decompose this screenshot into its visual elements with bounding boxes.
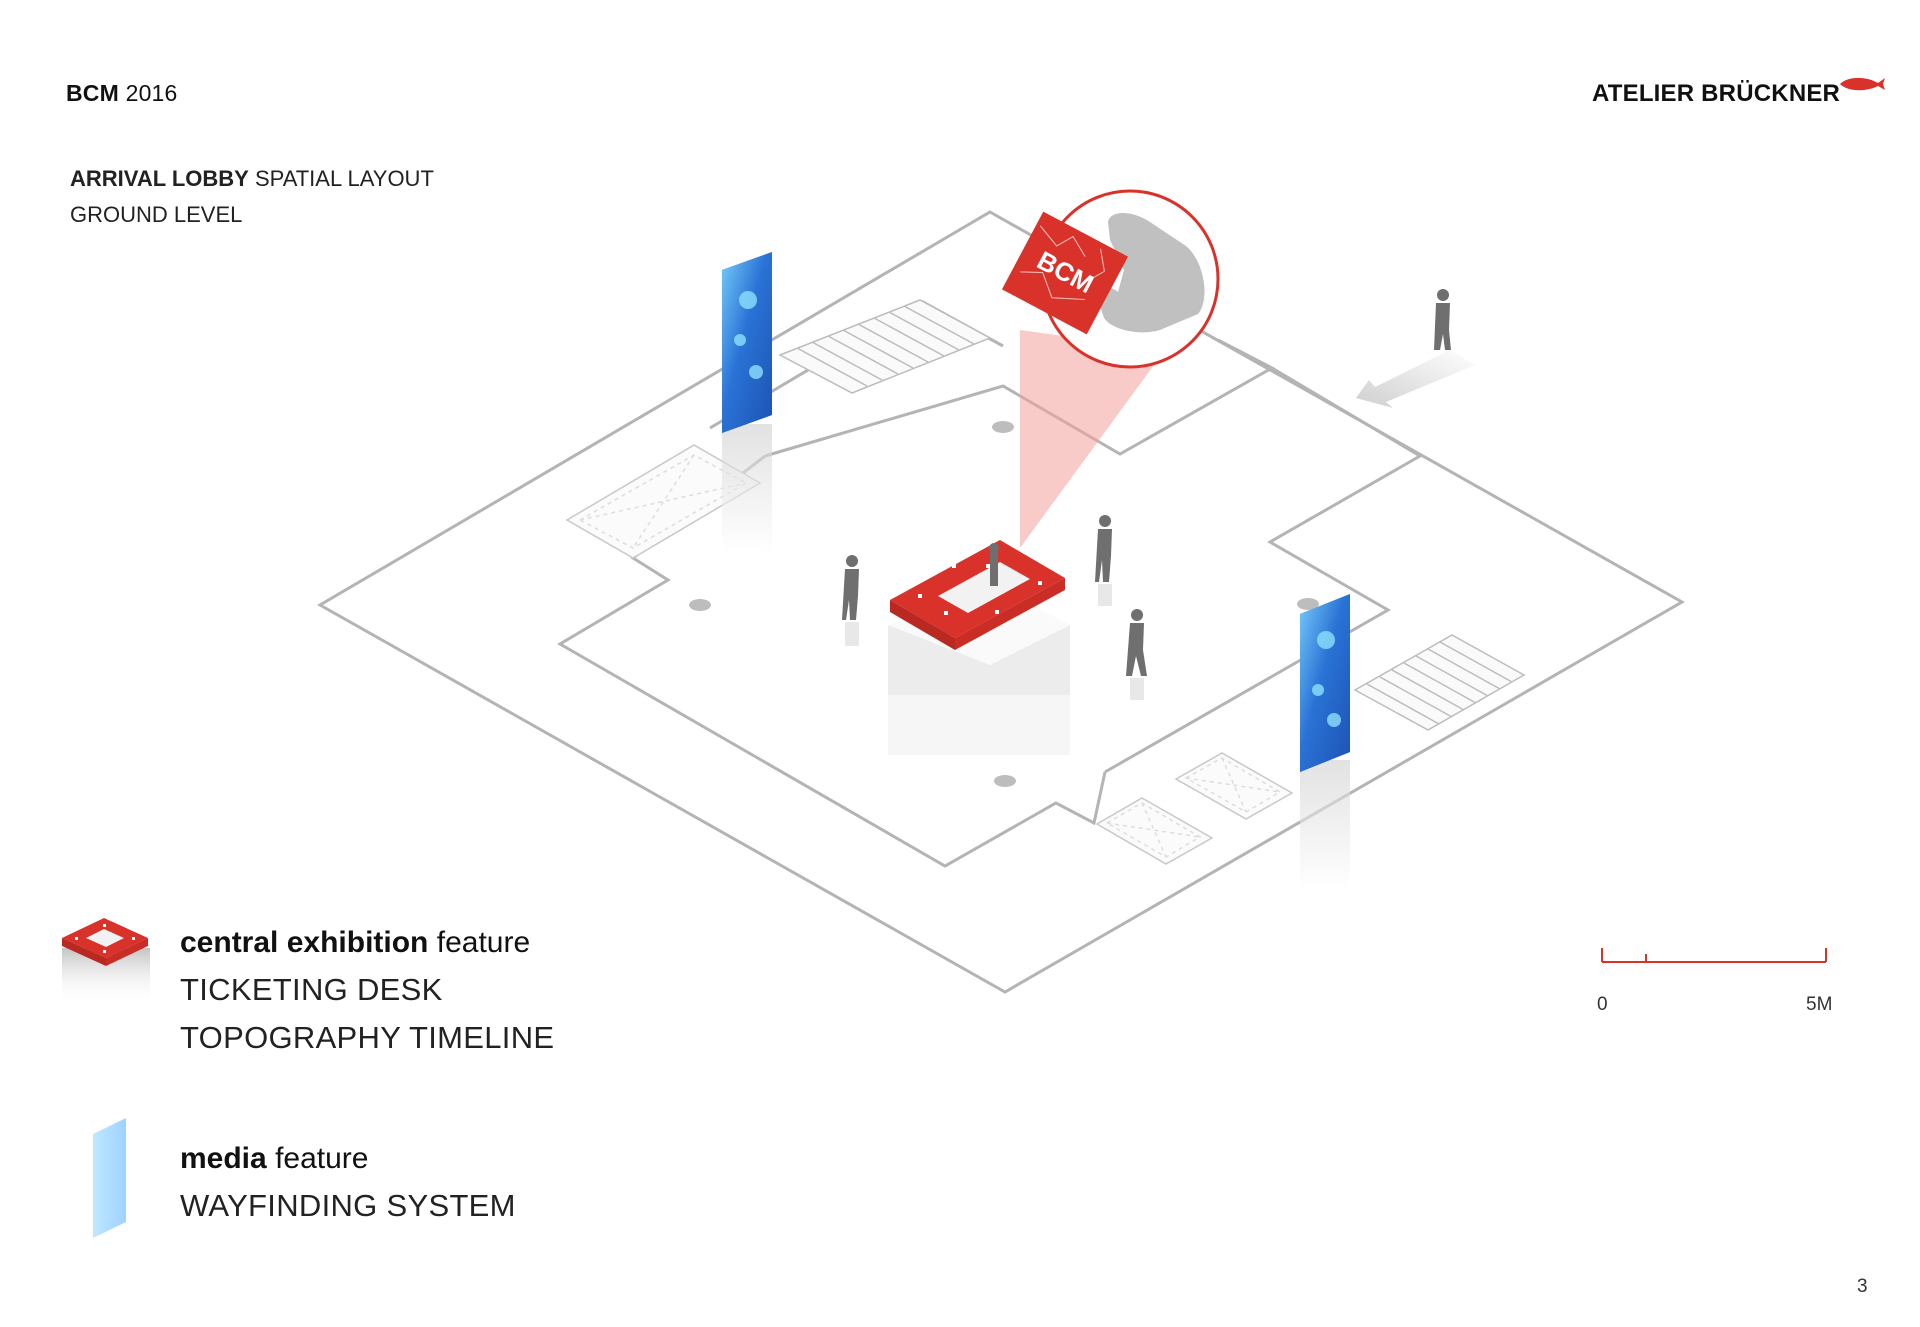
scale-bar [1601, 948, 1827, 963]
legend-media: media feature WAYFINDING SYSTEM [180, 1144, 516, 1224]
right-stair [1353, 634, 1526, 731]
fish-logo-icon [1840, 77, 1885, 91]
legend-central-exhibition: central exhibition feature TICKETING DES… [180, 928, 554, 1056]
visitor-figure [1126, 609, 1147, 676]
outer-floor-outline [316, 210, 1686, 994]
floor-lights [689, 421, 1319, 787]
project-name: BCM [66, 80, 119, 106]
media-panel-left [722, 252, 772, 554]
figure-reflections [845, 584, 1144, 700]
badge-callout: BCM [1001, 189, 1220, 369]
legend-line: WAYFINDING SYSTEM [180, 1188, 516, 1223]
scale-end-label: 5M [1806, 994, 1833, 1015]
page-subtitle: GROUND LEVEL [70, 202, 243, 227]
ticketing-desk [888, 540, 1070, 755]
upper-stair [778, 299, 992, 394]
visitor-figures [842, 289, 1451, 676]
media-panel-right [1300, 594, 1350, 890]
legend-heading-bold: media [180, 1142, 267, 1175]
legend-heading-bold: central exhibition [180, 926, 429, 959]
page-title: ARRIVAL LOBBY SPATIAL LAYOUT [70, 166, 434, 192]
visitor-figure [1434, 289, 1451, 350]
floor-hatches [565, 444, 1294, 865]
scale-start-label: 0 [1597, 994, 1608, 1015]
legend-heading: central exhibition feature [180, 928, 554, 958]
legend-line: TICKETING DESK [180, 972, 443, 1007]
media-panel-icon [93, 1118, 126, 1238]
project-label: BCM 2016 [66, 80, 178, 107]
visitor-figure [1095, 515, 1112, 582]
title-bold: ARRIVAL LOBBY [70, 166, 249, 191]
title-rest: SPATIAL LAYOUT [254, 166, 434, 191]
page-number: 3 [1857, 1276, 1868, 1297]
legend-heading-rest: feature [275, 1142, 369, 1175]
legend-heading: media feature [180, 1144, 516, 1174]
legend-line: TOPOGRAPHY TIMELINE [180, 1020, 555, 1055]
legend-heading-rest: feature [436, 926, 531, 959]
project-year: 2016 [125, 80, 178, 106]
brand-name: ATELIER BRÜCKNER [1592, 80, 1841, 107]
entrance-arrow [1356, 350, 1475, 408]
central-exhibition-icon [62, 918, 150, 1006]
visitor-figure [842, 555, 859, 620]
spotlight-beam [1020, 330, 1165, 548]
